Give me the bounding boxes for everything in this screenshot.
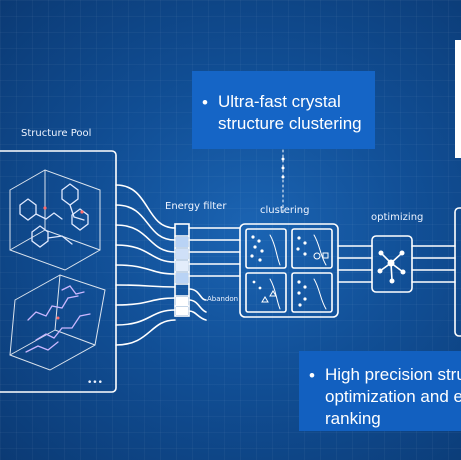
clustering-label: clustering: [260, 205, 310, 216]
optimization-callout-text: High precision stru optimization and e r…: [325, 365, 461, 428]
energy-filter-column: [174, 223, 190, 317]
atom-highlights: [43, 206, 84, 320]
optimizing-to-ranking-lines: [411, 245, 456, 283]
optimizing-nodes: [377, 250, 406, 284]
pool-more-indicator: •••: [87, 378, 103, 388]
optimization-callout: • High precision stru optimization and e…: [299, 351, 461, 431]
molecule-sketch-1: [19, 183, 89, 248]
pool-to-filter-lines: [115, 184, 176, 346]
clustering-to-optimizing-lines: [337, 245, 373, 283]
clustering-callout: • Ultra-fast crystal structure clusterin…: [192, 71, 375, 149]
structure-pool-label: Structure Pool: [21, 128, 92, 139]
crystal-structure-sketch: [9, 169, 106, 371]
white-panel-edge: [455, 40, 461, 158]
callout-bullet: •: [202, 93, 208, 112]
filter-fill: [176, 237, 188, 315]
abandon-label: Abandon: [207, 295, 239, 303]
callout-dots: [281, 157, 285, 179]
molecule-sketch-2: [25, 285, 91, 353]
clustering-box: [239, 223, 339, 318]
energy-filter-label: Energy filter: [165, 201, 227, 212]
ranking-box-edge: [454, 207, 461, 337]
optimizing-label: optimizing: [371, 212, 424, 223]
filter-to-clustering-lines: [188, 227, 241, 321]
callout-bullet: •: [309, 366, 315, 385]
structure-pool-box: [0, 150, 117, 393]
cluster-points: [250, 235, 307, 307]
clustering-callout-text: Ultra-fast crystal structure clustering: [218, 92, 362, 133]
